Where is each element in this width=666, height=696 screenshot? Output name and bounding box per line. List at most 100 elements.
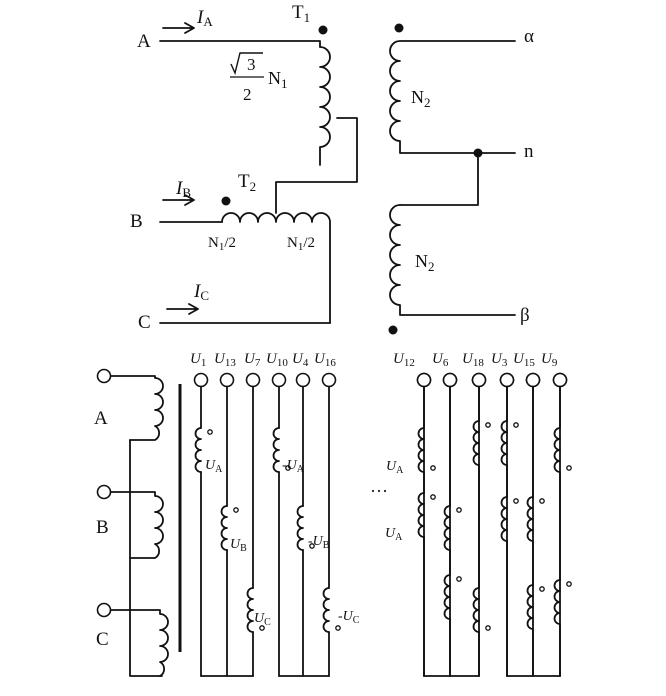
col-u12-polarity-mark	[430, 465, 436, 471]
col-u9-polarity-mark	[566, 465, 572, 471]
col-u3-second-coil	[500, 496, 508, 542]
col-u16-terminal	[321, 372, 337, 388]
primary-phase-b-label: B	[96, 517, 109, 538]
primary-phase-c-label: C	[96, 629, 109, 650]
col-u15-second-polarity-mark	[539, 586, 545, 592]
coil-label-neg-ub: -UB	[308, 534, 330, 551]
header-u15: U15	[513, 351, 535, 369]
sqrt3-denominator: 2	[243, 85, 252, 104]
current-ia-label: IA	[196, 7, 213, 29]
col-u3-polarity-mark	[513, 422, 519, 428]
phase-a-wire	[159, 40, 321, 48]
header-u18: U18	[462, 351, 484, 369]
col-u3-second-terminal	[499, 372, 515, 388]
secondary-bottom-dot	[388, 325, 398, 335]
col-u6-second-polarity-mark	[456, 576, 462, 582]
header-u3: U3	[491, 351, 508, 369]
col-u15-second-terminal	[525, 372, 541, 388]
coil-label-neg-ua: -UA	[282, 458, 305, 475]
n2-lower-label: N2	[415, 251, 435, 274]
coil-label-group2-ua-2: UA	[385, 526, 403, 543]
t1-coil	[319, 46, 331, 166]
col-u16-polarity-mark	[335, 625, 341, 631]
secondary-wiring	[193, 372, 572, 677]
ic-arrow	[166, 303, 199, 315]
primary-neutral-bus	[129, 439, 163, 677]
coil-label-ub: UB	[230, 537, 247, 554]
col-u15-polarity-mark	[539, 498, 545, 504]
col-u16-coil	[322, 587, 330, 633]
sqrt3-numerator: 3	[247, 55, 256, 74]
multi-winding-diagram: A B C U1 U13 U7 U10 U4 U16 U12 U6 U18 U3…	[94, 351, 572, 677]
header-u9: U9	[541, 351, 558, 369]
col-u4-polarity-mark	[309, 543, 315, 549]
ia-arrow	[162, 22, 195, 34]
sqrt3-winding: N1	[268, 68, 288, 91]
col-u6-second-coil	[443, 574, 451, 620]
header-u10: U10	[266, 351, 288, 369]
primary-terminal-b[interactable]	[96, 484, 112, 500]
t2-polarity-dot	[221, 196, 231, 206]
sqrt3-over-2-n1-label: 3 2 N1	[230, 52, 288, 104]
secondary-top-dot	[394, 23, 404, 33]
n1-half-left-label: N1/2	[208, 235, 236, 253]
t1-label: T1	[292, 2, 310, 25]
col-u15-second-coil	[526, 584, 534, 630]
phase-c-label: C	[138, 312, 151, 333]
col-u4-terminal	[295, 372, 311, 388]
col-u7-coil	[246, 587, 254, 633]
col-u4-coil	[296, 505, 304, 551]
col-u9-second-coil	[553, 579, 561, 625]
output-beta-label: β	[520, 305, 530, 326]
header-u7: U7	[244, 351, 261, 369]
group2-headers: U12 U6 U18 U3 U15 U9	[393, 351, 558, 369]
t2-label: T2	[238, 171, 256, 194]
coil-label-uc: UC	[254, 611, 271, 628]
n2-lower-coil	[389, 204, 516, 316]
primary-coil-b	[110, 491, 164, 559]
col-u1-terminal	[193, 372, 209, 388]
t1-polarity-dot	[318, 25, 328, 35]
neutral-to-lower-wire	[399, 152, 479, 206]
header-u13: U13	[214, 351, 236, 369]
col-u1-polarity-mark	[207, 429, 213, 435]
col-u18-second-polarity-mark	[485, 625, 491, 631]
t1-to-t2-connection	[275, 117, 358, 214]
primary-phase-a-label: A	[94, 408, 108, 429]
col-u9-second-polarity-mark	[566, 581, 572, 587]
header-u1: U1	[190, 351, 206, 369]
header-u6: U6	[432, 351, 449, 369]
col-u1-coil	[194, 427, 202, 473]
col-u13-polarity-mark	[233, 507, 239, 513]
n1-half-right-label: N1/2	[287, 235, 315, 253]
output-alpha-label: α	[524, 26, 534, 47]
col-u10-polarity-mark	[285, 465, 291, 471]
header-u16: U16	[314, 351, 336, 369]
t2-coil	[221, 212, 331, 324]
coil-label-group2-ua-1: UA	[386, 459, 404, 476]
primary-coil-c	[110, 609, 169, 677]
col-u10-terminal	[271, 372, 287, 388]
current-ib-label: IB	[175, 178, 191, 200]
output-n-label: n	[524, 141, 534, 162]
col-u18-polarity-mark	[485, 422, 491, 428]
col-u3-second-polarity-mark	[513, 498, 519, 504]
col-u18-second-coil	[472, 587, 480, 633]
col-u12-second-polarity-mark	[430, 494, 436, 500]
primary-terminal-a[interactable]	[96, 368, 112, 384]
col-u18-second-terminal	[471, 372, 487, 388]
col-u13-coil	[220, 505, 228, 551]
scott-transformer-diagram: A IA T1 3 2 N1 B IB T2 N1/2 N1/2 C IC	[130, 2, 534, 335]
col-u6-polarity-mark	[456, 507, 462, 513]
col-u12-second-coil	[417, 492, 425, 538]
primary-coil-a	[110, 375, 164, 441]
col-u7-polarity-mark	[259, 625, 265, 631]
col-u12-second-terminal	[416, 372, 432, 388]
n2-upper-label: N2	[411, 87, 431, 110]
phase-a-label: A	[137, 31, 151, 52]
n2-upper-coil	[389, 40, 516, 154]
primary-terminal-c[interactable]	[96, 602, 112, 618]
ib-arrow	[162, 194, 195, 206]
col-u13-terminal	[219, 372, 235, 388]
